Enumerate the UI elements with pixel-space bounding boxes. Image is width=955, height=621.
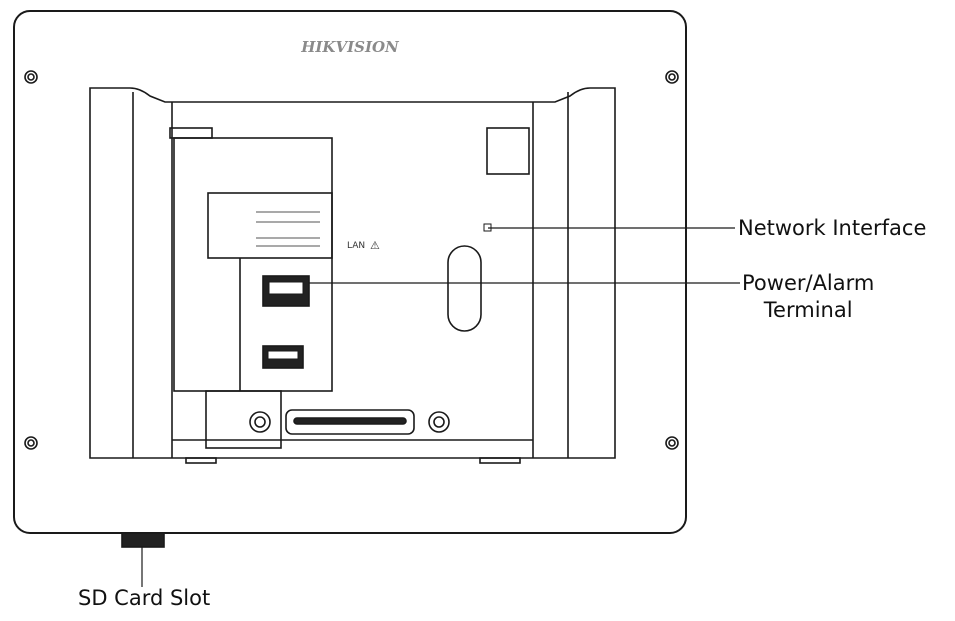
label-plate	[207, 192, 333, 259]
network-interface-label: Network Interface	[738, 216, 927, 240]
inner-housing	[89, 87, 616, 459]
oval-cutout	[447, 245, 482, 332]
panel-screws	[24, 70, 679, 450]
interface-module	[173, 137, 333, 392]
slot	[285, 409, 415, 435]
power-alarm-terminal-label: Power/Alarm Terminal	[742, 270, 874, 324]
power-alarm-line-2: Terminal	[763, 298, 853, 322]
warning-icon: ⚠	[370, 239, 380, 252]
lan-port-label: LAN	[347, 241, 365, 251]
brand-logo: HIKVISION	[300, 38, 400, 56]
sd-card-slot-label: SD Card Slot	[78, 586, 211, 610]
outer-panel	[13, 10, 687, 534]
square-block	[486, 127, 530, 175]
power-alarm-line-1: Power/Alarm	[742, 271, 875, 295]
sd-card-slot	[121, 532, 165, 548]
